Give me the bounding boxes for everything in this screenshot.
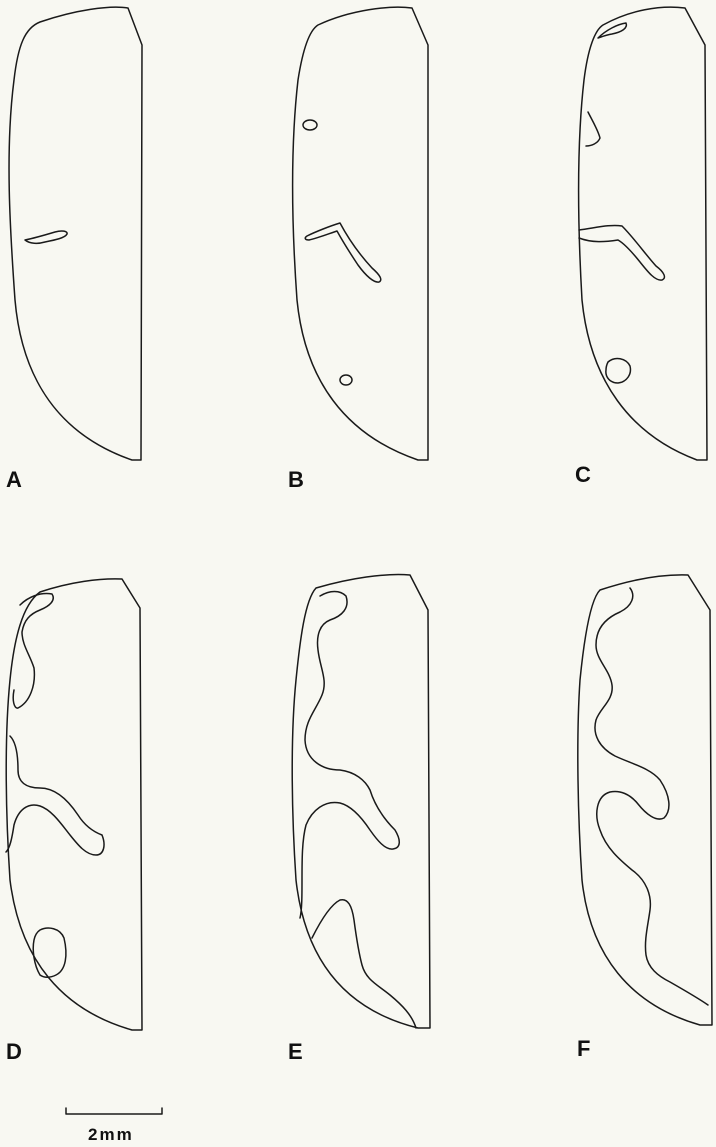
- inclusion-wavy-band: [595, 588, 708, 1005]
- inclusion-oval-lower: [340, 375, 352, 385]
- inclusion-streak: [25, 231, 67, 243]
- inclusion-oval-upper: [303, 120, 317, 130]
- panel-f: F: [577, 575, 712, 1061]
- scale-bar-label: 2mm: [88, 1125, 134, 1144]
- inclusion-bottom-band: [312, 900, 416, 1028]
- panel-b: B: [288, 7, 428, 492]
- inclusion-v-streak: [305, 223, 381, 282]
- section-outline: [6, 579, 142, 1030]
- panel-label-c: C: [575, 462, 591, 487]
- section-outline: [578, 575, 712, 1025]
- inclusion-v-band: [579, 225, 664, 280]
- panel-label-a: A: [6, 467, 22, 492]
- scale-bar-line: [66, 1108, 162, 1114]
- section-outline: [579, 7, 708, 460]
- panel-c: C: [575, 7, 707, 487]
- inclusion-round-lower: [606, 359, 631, 383]
- section-outline: [9, 7, 142, 460]
- inclusion-upper-wave: [13, 594, 53, 709]
- panel-e: E: [288, 575, 430, 1064]
- panel-d: D: [6, 579, 142, 1064]
- panel-label-e: E: [288, 1039, 303, 1064]
- inclusion-outer-band: [300, 592, 399, 919]
- panel-label-d: D: [6, 1039, 22, 1064]
- panel-label-b: B: [288, 467, 304, 492]
- panel-a: A: [6, 7, 142, 492]
- inclusion-middle-wave: [6, 736, 104, 855]
- scale-bar: 2mm: [66, 1108, 162, 1144]
- inclusion-round-lower: [33, 928, 66, 977]
- panel-label-f: F: [577, 1036, 590, 1061]
- inclusion-left-lobe: [586, 112, 600, 146]
